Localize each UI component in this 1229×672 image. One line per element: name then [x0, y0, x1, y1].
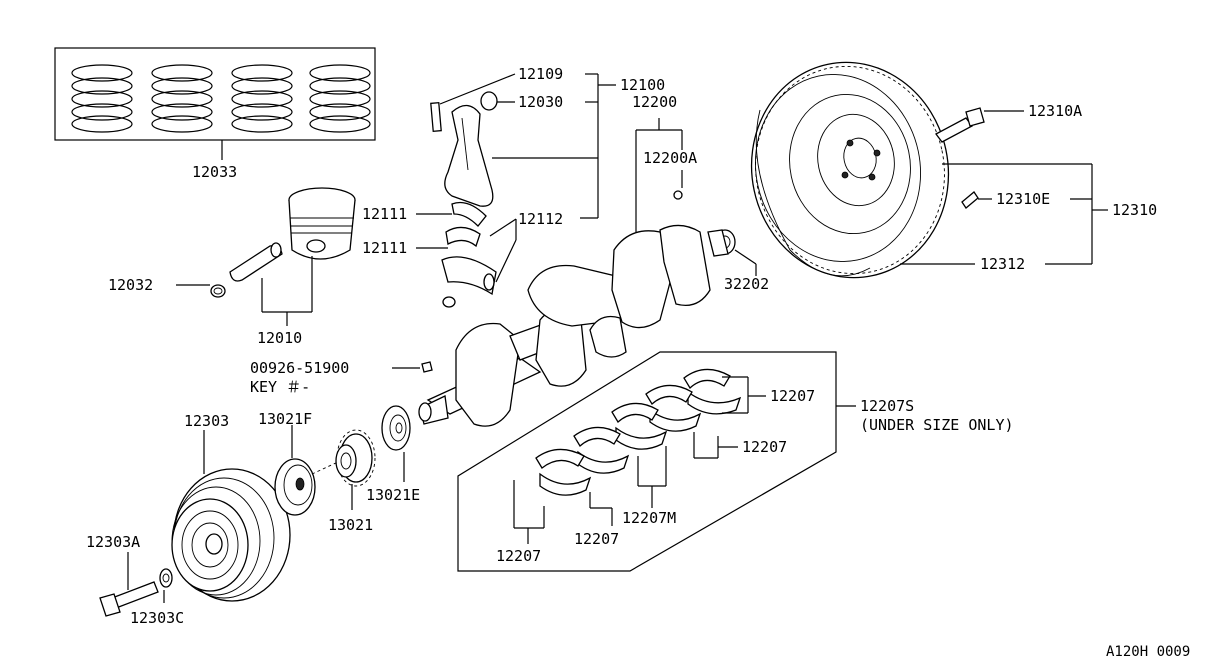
- label-12303: 12303: [184, 412, 229, 430]
- label-12033: 12033: [192, 163, 237, 181]
- pulley-bolt: [99, 581, 159, 617]
- label-under-size-only: (UNDER SIZE ONLY): [860, 416, 1014, 434]
- label-12112: 12112: [518, 210, 563, 228]
- label-12310: 12310: [1112, 201, 1157, 219]
- label-12207-lower-left: 12207: [496, 547, 541, 565]
- piston-pin: [229, 242, 283, 282]
- label-12207S: 12207S: [860, 397, 914, 415]
- label-12111-lower: 12111: [362, 239, 407, 257]
- flywheel: [750, 61, 950, 279]
- crank-pulley: [171, 468, 291, 602]
- label-12207M: 12207M: [622, 509, 676, 527]
- label-12310E: 12310E: [996, 190, 1050, 208]
- dowel-pin: [961, 191, 979, 209]
- oil-thrower-plate: [274, 458, 316, 516]
- piston-ring-set: 12033: [54, 47, 376, 181]
- label-12303C: 12303C: [130, 609, 184, 627]
- ring-stack-2: [151, 64, 213, 133]
- label-13021: 13021: [328, 516, 373, 534]
- label-12310A: 12310A: [1028, 102, 1082, 120]
- label-00926-51900: 00926-51900: [250, 359, 349, 377]
- label-12303A: 12303A: [86, 533, 140, 551]
- ring-stack-3: [231, 64, 293, 133]
- label-12312: 12312: [980, 255, 1025, 273]
- label-12030: 12030: [518, 93, 563, 111]
- label-12100: 12100: [620, 76, 665, 94]
- main-bearing-set: [457, 351, 837, 572]
- woodruff-key: [421, 361, 433, 373]
- label-12207-upper-right: 12207: [770, 387, 815, 405]
- label-12200A: 12200A: [643, 149, 697, 167]
- label-12207-middle-right: 12207: [742, 438, 787, 456]
- label-12111-upper: 12111: [362, 205, 407, 223]
- connecting-rod: [430, 91, 498, 308]
- label-12207-lower-middle: 12207: [574, 530, 619, 548]
- pulley-washer: [159, 568, 173, 588]
- label-13021E: 13021E: [366, 486, 420, 504]
- label-12109: 12109: [518, 65, 563, 83]
- flywheel-bolt: [935, 107, 985, 143]
- label-13021F: 13021F: [258, 410, 312, 428]
- timing-plate: [381, 405, 411, 451]
- label-12032: 12032: [108, 276, 153, 294]
- snap-ring: [210, 284, 226, 298]
- crankshaft: [418, 190, 736, 427]
- label-key: KEY ＃-: [250, 378, 310, 396]
- label-12010: 12010: [257, 329, 302, 347]
- piston: [288, 187, 356, 260]
- label-12200: 12200: [632, 93, 677, 111]
- ring-stack-1: [71, 64, 133, 133]
- crank-sprocket: [335, 429, 376, 487]
- label-32202: 32202: [724, 275, 769, 293]
- figure-code: A120H 0009: [1106, 644, 1190, 660]
- ring-stack-4: [309, 64, 371, 133]
